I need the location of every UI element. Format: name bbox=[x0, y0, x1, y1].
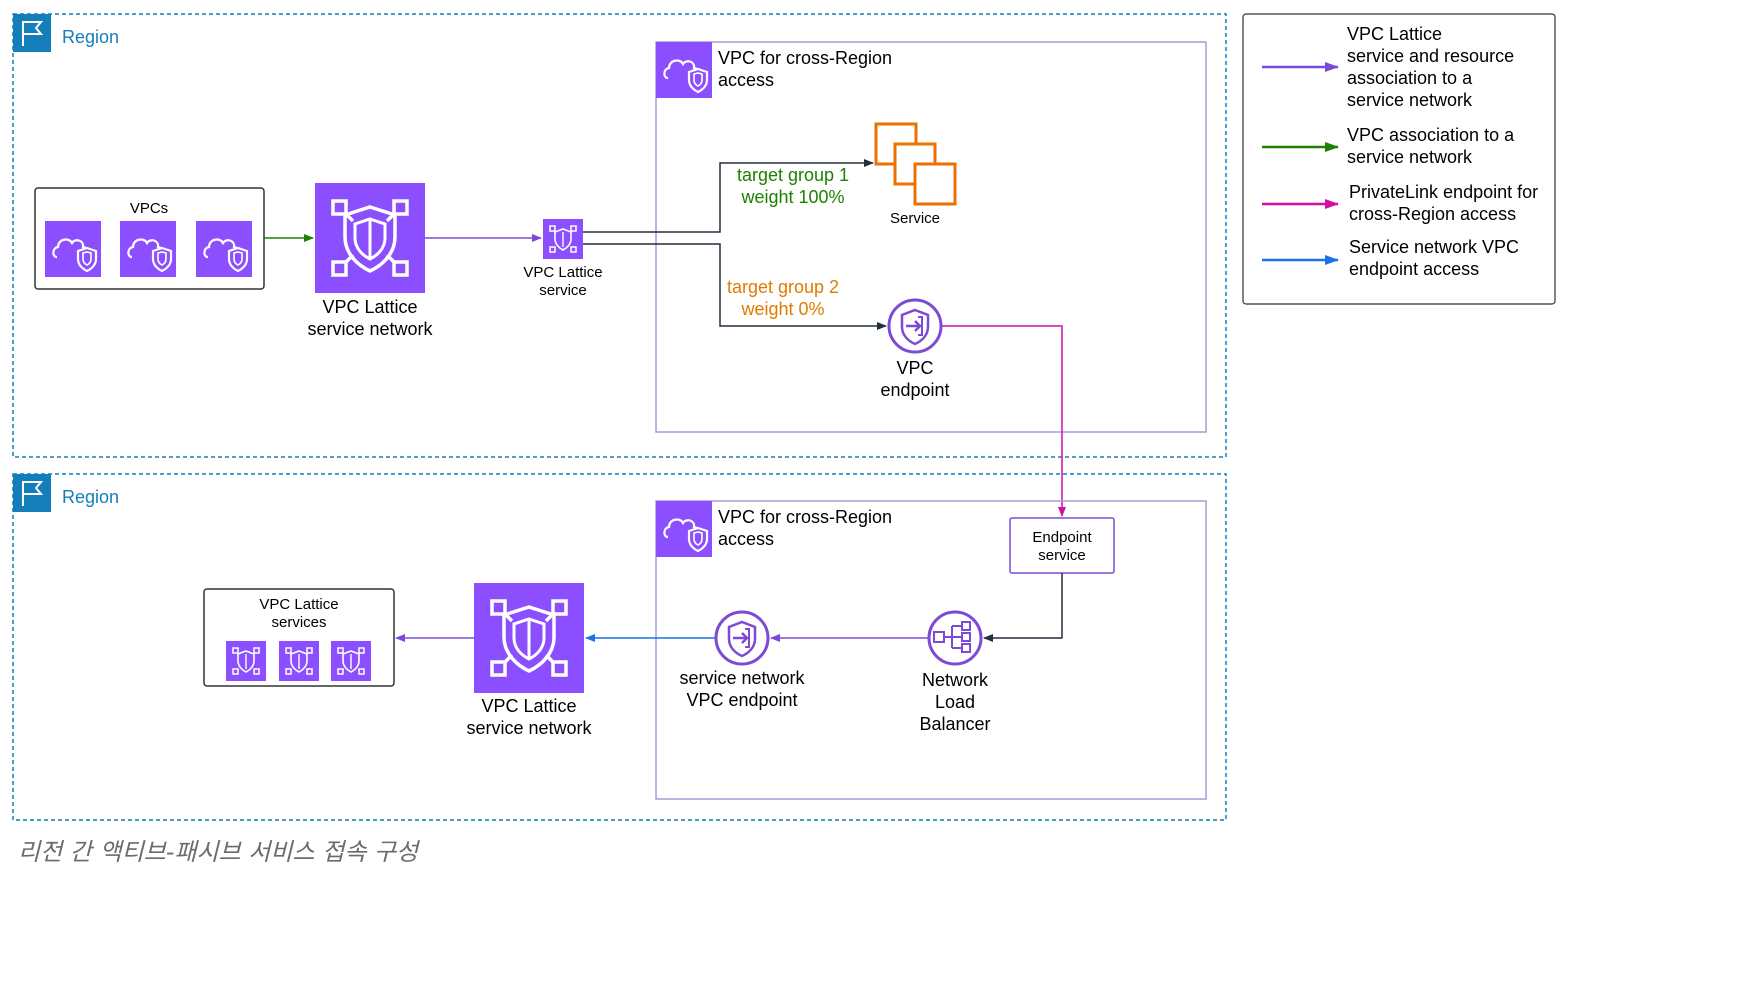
legend-text: VPC association to a bbox=[1347, 125, 1515, 145]
vpc-endpoint-icon bbox=[887, 298, 943, 354]
privatelink-arrow bbox=[942, 325, 1066, 517]
vpc-endpoint-label-1: VPC bbox=[896, 358, 933, 378]
figure-caption: 리전 간 액티브-패시브 서비스 접속 구성 bbox=[18, 838, 419, 866]
legend-text: cross-Region access bbox=[1349, 204, 1516, 224]
vpc-endpoint-icon bbox=[714, 610, 770, 666]
vpc-cloud-shield-icon bbox=[118, 219, 178, 279]
service-network-label-2: service network bbox=[466, 718, 592, 738]
vpc-cloud-shield-icon bbox=[654, 499, 714, 559]
region-top: Region bbox=[12, 13, 1227, 458]
lattice-services-group: VPC Lattice services bbox=[203, 588, 395, 687]
vpc-title-2: access bbox=[718, 70, 774, 90]
vpc-cross-region-bottom: VPC for cross-Region access bbox=[654, 499, 1207, 800]
legend: VPC Lattice service and resource associa… bbox=[1242, 13, 1556, 305]
vpc-cloud-shield-icon bbox=[43, 219, 103, 279]
vpc-title-1: VPC for cross-Region bbox=[718, 48, 892, 68]
endpoint-service-label-2: service bbox=[1038, 547, 1086, 564]
target-group-1-label: target group 1 bbox=[737, 165, 849, 185]
flag-icon bbox=[12, 473, 52, 513]
lattice-service-icon bbox=[225, 640, 267, 682]
service-label: Service bbox=[890, 210, 940, 227]
region-label: Region bbox=[62, 487, 119, 507]
nlb-label-1: Network bbox=[922, 670, 989, 690]
network-load-balancer-icon bbox=[927, 610, 983, 666]
vpc-endpoint-label-2: endpoint bbox=[880, 380, 949, 400]
lattice-service-network-icon bbox=[472, 581, 586, 695]
service-network-label-1: VPC Lattice bbox=[322, 297, 417, 317]
lattice-services-label-2: services bbox=[271, 614, 326, 631]
target-group-1-weight: weight 100% bbox=[740, 187, 844, 207]
vpc-cloud-shield-icon bbox=[194, 219, 254, 279]
endpoint-service-box: Endpoint service bbox=[1009, 517, 1115, 574]
lattice-service-icon bbox=[542, 218, 584, 260]
endpoint-service-to-nlb-arrow bbox=[983, 573, 1063, 642]
legend-text: service network bbox=[1347, 90, 1473, 110]
vpc-title-2: access bbox=[718, 529, 774, 549]
legend-text: Service network VPC bbox=[1349, 237, 1519, 257]
region-label: Region bbox=[62, 27, 119, 47]
lattice-service-label-2: service bbox=[539, 282, 587, 299]
lattice-services-label-1: VPC Lattice bbox=[259, 596, 338, 613]
ec2-instances-icon bbox=[874, 122, 957, 206]
lattice-service-icon bbox=[278, 640, 320, 682]
service-network-label-1: VPC Lattice bbox=[481, 696, 576, 716]
vpc-cross-region-top: VPC for cross-Region access bbox=[654, 40, 1207, 433]
nlb-label-3: Balancer bbox=[919, 714, 990, 734]
lattice-service-label-1: VPC Lattice bbox=[523, 264, 602, 281]
vpcs-label: VPCs bbox=[130, 200, 168, 217]
legend-text: service network bbox=[1347, 147, 1473, 167]
sn-vpc-endpoint-label-2: VPC endpoint bbox=[686, 690, 797, 710]
legend-text: association to a bbox=[1347, 68, 1473, 88]
service-network-label-2: service network bbox=[307, 319, 433, 339]
region-bottom: Region bbox=[12, 473, 1227, 821]
vpc-cloud-shield-icon bbox=[654, 40, 714, 100]
flag-icon bbox=[12, 13, 52, 53]
lattice-service-network-icon bbox=[313, 181, 427, 295]
target-group-2-label: target group 2 bbox=[727, 277, 839, 297]
legend-text: VPC Lattice bbox=[1347, 24, 1442, 44]
target-group-2-weight: weight 0% bbox=[740, 299, 824, 319]
legend-text: endpoint access bbox=[1349, 259, 1479, 279]
vpc-title-1: VPC for cross-Region bbox=[718, 507, 892, 527]
vpcs-group: VPCs bbox=[34, 187, 265, 290]
sn-vpc-endpoint-label-1: service network bbox=[679, 668, 805, 688]
legend-text: PrivateLink endpoint for bbox=[1349, 182, 1538, 202]
nlb-label-2: Load bbox=[935, 692, 975, 712]
lattice-service-icon bbox=[330, 640, 372, 682]
target-group-2-arrow bbox=[583, 243, 887, 330]
target-group-1-arrow bbox=[583, 159, 874, 233]
legend-text: service and resource bbox=[1347, 46, 1514, 66]
endpoint-service-label-1: Endpoint bbox=[1032, 529, 1092, 546]
